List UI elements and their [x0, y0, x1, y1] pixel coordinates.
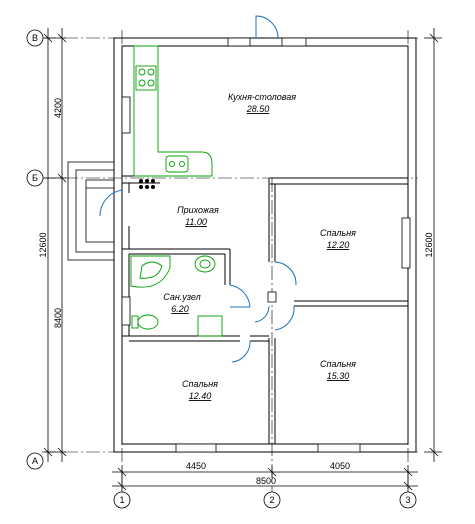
dim-bottom-total: 8500 [256, 476, 276, 486]
svg-text:12.40: 12.40 [189, 391, 212, 401]
windows [121, 37, 411, 453]
shower-icon [197, 315, 223, 337]
svg-text:2: 2 [269, 495, 274, 505]
window-bedroom-right-bottom [317, 443, 361, 453]
window-bath-left [121, 296, 131, 326]
door-bedroom-left [231, 340, 251, 363]
column-details [267, 291, 277, 303]
dim-bottom-right: 4050 [330, 461, 350, 471]
axis-marker-col-2: 2 [263, 491, 281, 509]
window-kitchen-top-right [281, 37, 307, 47]
dim-left-total: 12600 [38, 232, 48, 257]
svg-text:Спальня: Спальня [320, 359, 356, 369]
right-dimension-lines [424, 28, 442, 462]
svg-text:А: А [32, 456, 38, 466]
window-kitchen-left [121, 96, 131, 134]
door-bathroom [229, 284, 251, 308]
dim-right-total: 12600 [424, 232, 434, 257]
svg-text:Сан.узел: Сан.узел [163, 292, 200, 302]
kitchen-stove-burners [139, 179, 155, 189]
door-bedroom-right-top [274, 261, 297, 286]
door-entrance [255, 15, 279, 39]
entrance-porch [67, 161, 115, 261]
svg-text:11.00: 11.00 [185, 217, 207, 227]
axis-marker-row-bottom: А [26, 452, 44, 470]
room-label-bedroom-right-top: Спальня 12.20 [320, 228, 356, 250]
door-hall-small [254, 305, 270, 323]
room-label-hall: Прихожая 11.00 [177, 205, 219, 227]
room-label-bedroom-left: Спальня 12.40 [182, 379, 218, 401]
bathroom-fixtures [130, 255, 223, 337]
sink-icon [165, 155, 189, 173]
window-kitchen-top-left [227, 37, 251, 47]
svg-text:Спальня: Спальня [182, 379, 218, 389]
stove-icon [135, 65, 157, 91]
svg-text:3: 3 [405, 495, 410, 505]
room-label-bedroom-right-bottom: Спальня 15.30 [320, 359, 356, 381]
room-label-bathroom: Сан.узел 6.20 [163, 292, 200, 314]
svg-text:Б: Б [32, 173, 38, 183]
room-label-kitchen: Кухня-столовая 28.50 [228, 92, 296, 114]
dim-left-lower: 8400 [53, 308, 63, 328]
svg-text:В: В [32, 33, 38, 43]
svg-text:1: 1 [119, 495, 124, 505]
svg-text:Кухня-столовая: Кухня-столовая [228, 92, 296, 102]
svg-text:6.20: 6.20 [171, 304, 189, 314]
window-bedroom-left-bottom [175, 443, 217, 453]
toilet-icon [137, 314, 159, 330]
dim-left-upper: 4200 [53, 98, 63, 118]
svg-text:Прихожая: Прихожая [177, 205, 219, 215]
axis-marker-col-3: 3 [399, 491, 417, 509]
svg-text:12.20: 12.20 [327, 240, 350, 250]
kitchen-fixtures [133, 45, 213, 177]
window-bedroom-right [401, 217, 411, 269]
svg-text:28.50: 28.50 [246, 104, 270, 114]
svg-text:Спальня: Спальня [320, 228, 356, 238]
axis-marker-row-top: В [26, 29, 44, 47]
bathtub-icon [130, 255, 171, 288]
doors [99, 15, 297, 363]
door-bedroom-right-bottom [274, 305, 295, 331]
dim-bottom-left: 4450 [186, 461, 206, 471]
interior-walls [121, 175, 408, 444]
door-front [99, 189, 123, 217]
washbasin-icon [194, 255, 216, 273]
axis-marker-col-1: 1 [113, 491, 131, 509]
axis-marker-row-mid: Б [26, 169, 44, 187]
svg-text:15.30: 15.30 [327, 371, 350, 381]
